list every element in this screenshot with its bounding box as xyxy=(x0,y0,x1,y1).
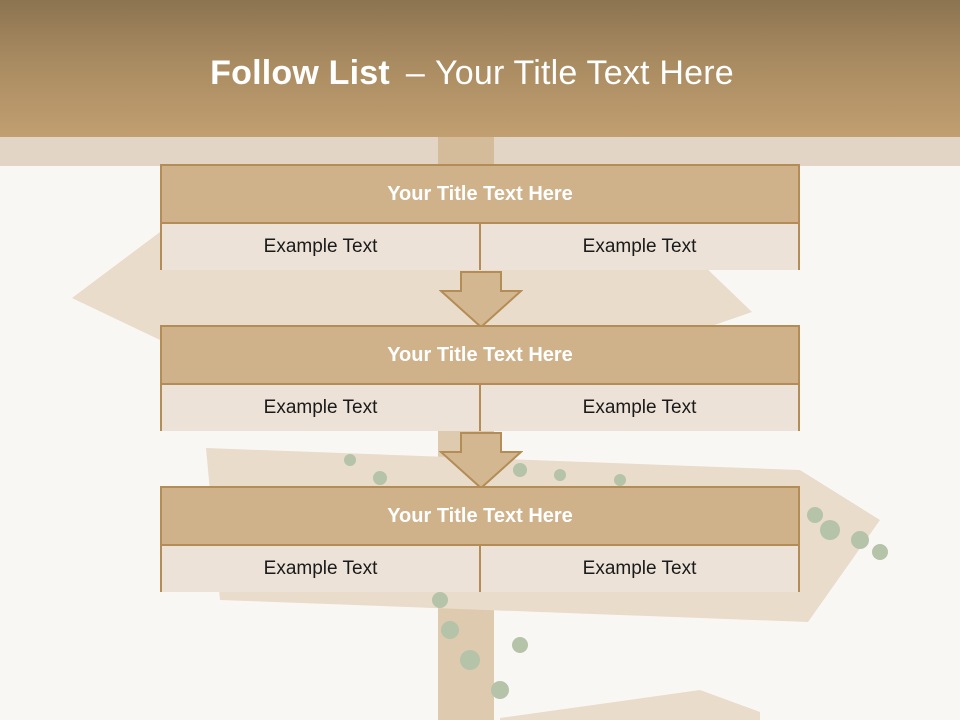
header-banner xyxy=(0,0,960,137)
slide-title-separator: – xyxy=(405,54,426,92)
block-title: Your Title Text Here xyxy=(162,488,798,546)
down-arrow-icon xyxy=(439,271,523,329)
block-cell-left: Example Text xyxy=(162,224,479,270)
slide-title: Follow List–Your Title Text Here xyxy=(0,54,944,93)
list-block-2: Your Title Text Here Example Text Exampl… xyxy=(160,325,800,431)
block-cell-left: Example Text xyxy=(162,385,479,431)
list-block-3: Your Title Text Here Example Text Exampl… xyxy=(160,486,800,592)
block-cell-right: Example Text xyxy=(479,224,798,270)
block-cell-left: Example Text xyxy=(162,546,479,592)
slide-title-rest: Your Title Text Here xyxy=(435,54,734,92)
list-block-1: Your Title Text Here Example Text Exampl… xyxy=(160,164,800,270)
block-title: Your Title Text Here xyxy=(162,166,798,224)
down-arrow-icon xyxy=(439,432,523,490)
block-cells: Example Text Example Text xyxy=(162,546,798,592)
slide-title-bold: Follow List xyxy=(210,54,390,92)
block-title: Your Title Text Here xyxy=(162,327,798,385)
block-cell-right: Example Text xyxy=(479,546,798,592)
block-cells: Example Text Example Text xyxy=(162,385,798,431)
block-cell-right: Example Text xyxy=(479,385,798,431)
block-cells: Example Text Example Text xyxy=(162,224,798,270)
